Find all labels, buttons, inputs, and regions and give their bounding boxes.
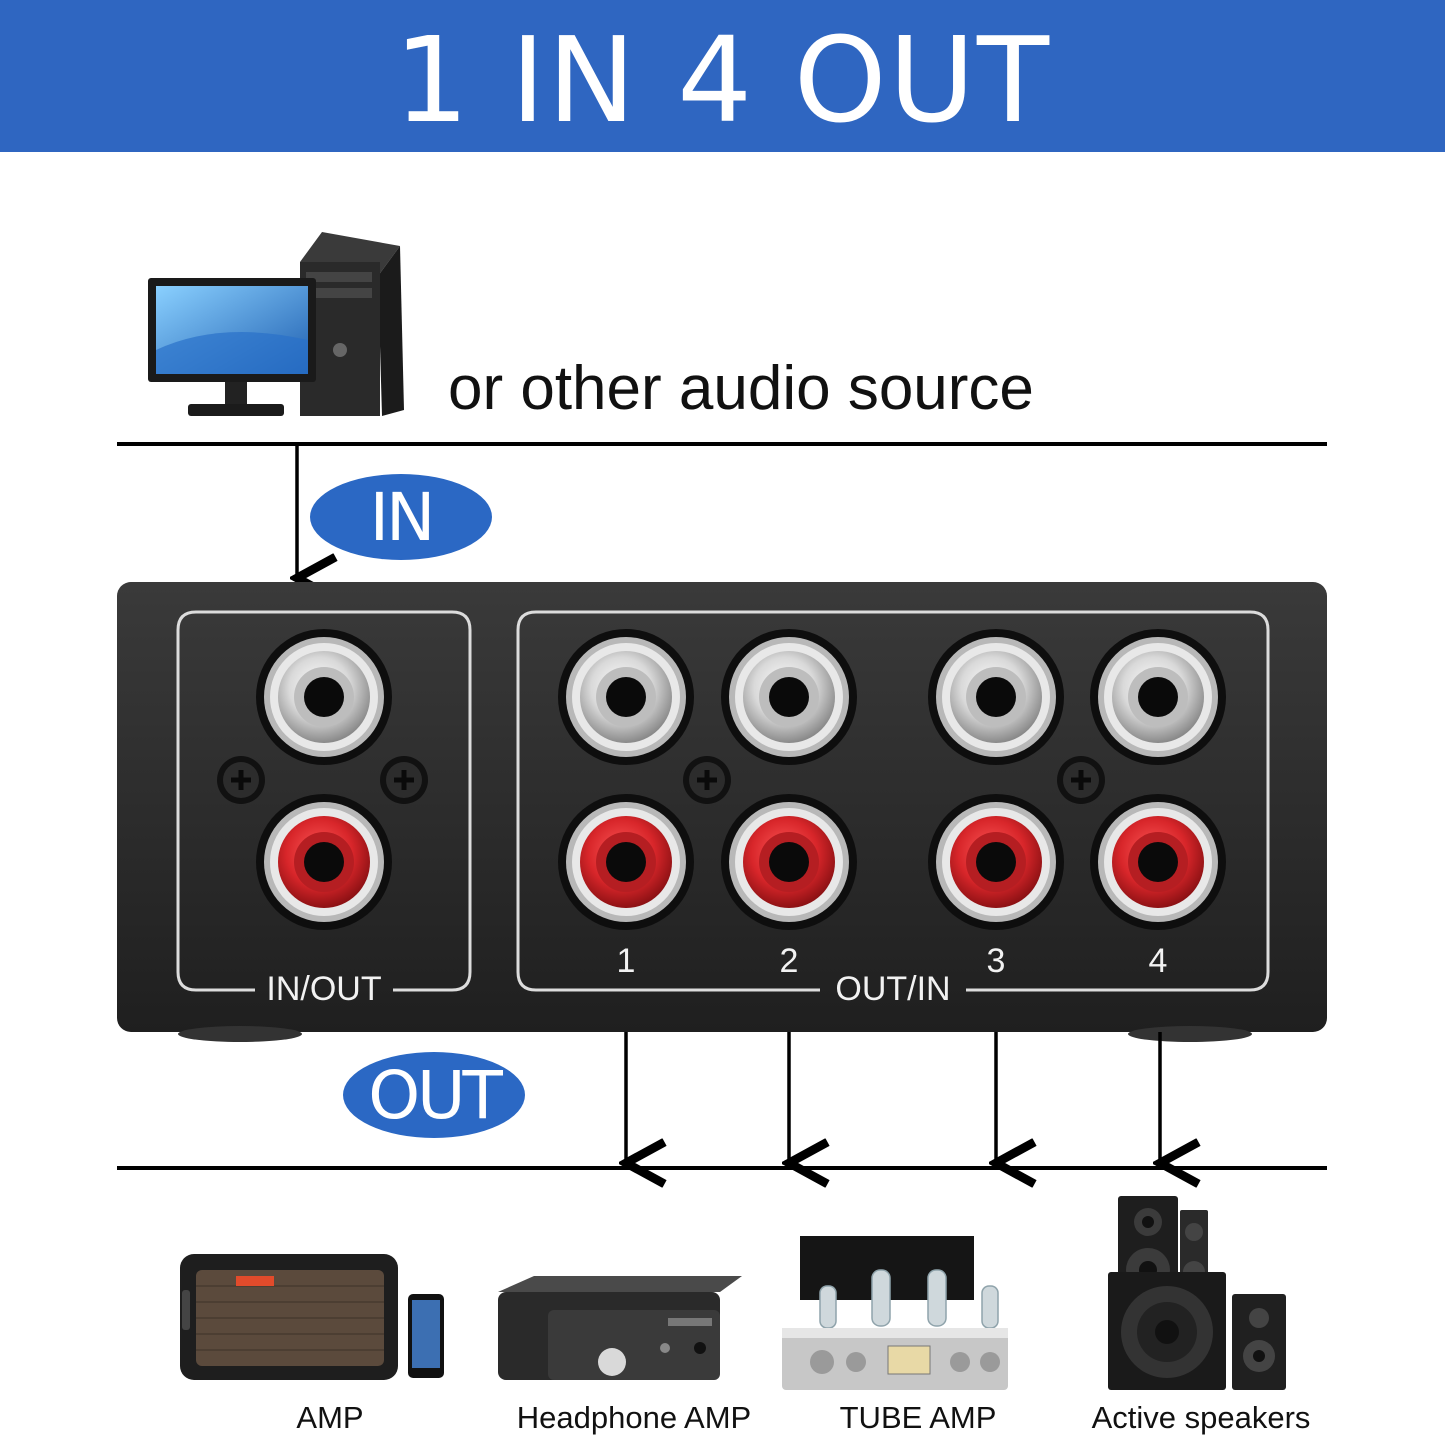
rca-out-3-left-jack bbox=[928, 629, 1064, 765]
device-label-amp: AMP bbox=[296, 1400, 364, 1435]
out-badge: OUT bbox=[343, 1052, 525, 1138]
page-title: 1 IN 4 OUT bbox=[393, 11, 1052, 149]
speakers-icon bbox=[1108, 1196, 1286, 1390]
port-number: 1 bbox=[617, 942, 636, 980]
input-group-border bbox=[176, 610, 472, 992]
rca-out-4-right-jack bbox=[1090, 794, 1226, 930]
amplifier-icon bbox=[180, 1254, 444, 1380]
rca-out-3-right-jack bbox=[928, 794, 1064, 930]
port-number: 3 bbox=[987, 942, 1006, 980]
port-number: 2 bbox=[780, 942, 799, 980]
tube-amp-icon bbox=[782, 1236, 1008, 1390]
port-number: 4 bbox=[1149, 942, 1168, 980]
device-label-active-speakers: Active speakers bbox=[1091, 1400, 1311, 1435]
rca-out-2-left-jack bbox=[721, 629, 857, 765]
rca-in-right-jack bbox=[256, 794, 392, 930]
device-label-headphone-amp: Headphone AMP bbox=[516, 1400, 752, 1435]
screw-icon bbox=[217, 756, 265, 804]
screw-icon bbox=[683, 756, 731, 804]
rca-out-1-right-jack bbox=[558, 794, 694, 930]
computer-icon bbox=[148, 232, 404, 416]
screw-icon bbox=[380, 756, 428, 804]
in-badge: IN bbox=[310, 474, 492, 560]
output-group-border bbox=[516, 610, 1270, 992]
switcher-panel: IN/OUT OUT/IN 1 2 3 4 bbox=[117, 582, 1327, 1042]
audio-source-label: or other audio source bbox=[448, 354, 1034, 423]
output-group-label: OUT/IN bbox=[835, 970, 950, 1008]
rca-in-left-jack bbox=[256, 629, 392, 765]
headphone-amp-icon bbox=[498, 1276, 742, 1380]
screw-icon bbox=[1057, 756, 1105, 804]
title-banner: 1 IN 4 OUT bbox=[0, 0, 1445, 152]
input-group-label: IN/OUT bbox=[266, 970, 381, 1008]
rca-out-4-left-jack bbox=[1090, 629, 1226, 765]
rca-out-2-right-jack bbox=[721, 794, 857, 930]
device-label-tube-amp: TUBE AMP bbox=[839, 1400, 997, 1435]
rca-out-1-left-jack bbox=[558, 629, 694, 765]
